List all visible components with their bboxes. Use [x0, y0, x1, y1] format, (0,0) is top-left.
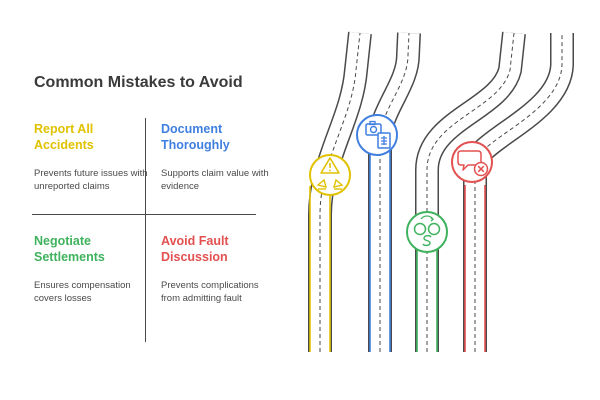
quadrant-heading: Document Thoroughly	[161, 122, 230, 152]
lane-lines	[309, 148, 486, 352]
quadrant-heading: Report All Accidents	[34, 122, 94, 152]
quadrant-description: Prevents complications from admitting fa…	[161, 280, 259, 304]
horizontal-divider	[32, 214, 256, 215]
warning-car-crash-icon	[309, 154, 351, 196]
quadrant-avoid-fault: Avoid Fault Discussion Prevents complica…	[161, 233, 276, 305]
quadrant-report-accidents: Report All Accidents Prevents future iss…	[34, 121, 149, 193]
vertical-divider	[145, 118, 146, 342]
no-speech-icon	[451, 141, 493, 183]
quadrant-description: Ensures compensation covers losses	[34, 280, 131, 304]
road-blue	[368, 32, 421, 352]
quadrant-heading: Avoid Fault Discussion	[161, 234, 229, 264]
quadrant-description: Supports claim value with evidence	[161, 168, 269, 192]
quadrant-negotiate-settlements: Negotiate Settlements Ensures compensati…	[34, 233, 149, 305]
quadrant-document-thoroughly: Document Thoroughly Supports claim value…	[161, 121, 276, 193]
quadrant-heading: Negotiate Settlements	[34, 234, 105, 264]
camera-document-icon	[356, 114, 398, 156]
negotiation-money-icon	[406, 211, 448, 253]
road-yellow	[308, 31, 372, 352]
road-green	[415, 31, 526, 352]
page-title: Common Mistakes to Avoid	[34, 74, 243, 91]
quadrant-description: Prevents future issues with unreported c…	[34, 168, 148, 192]
